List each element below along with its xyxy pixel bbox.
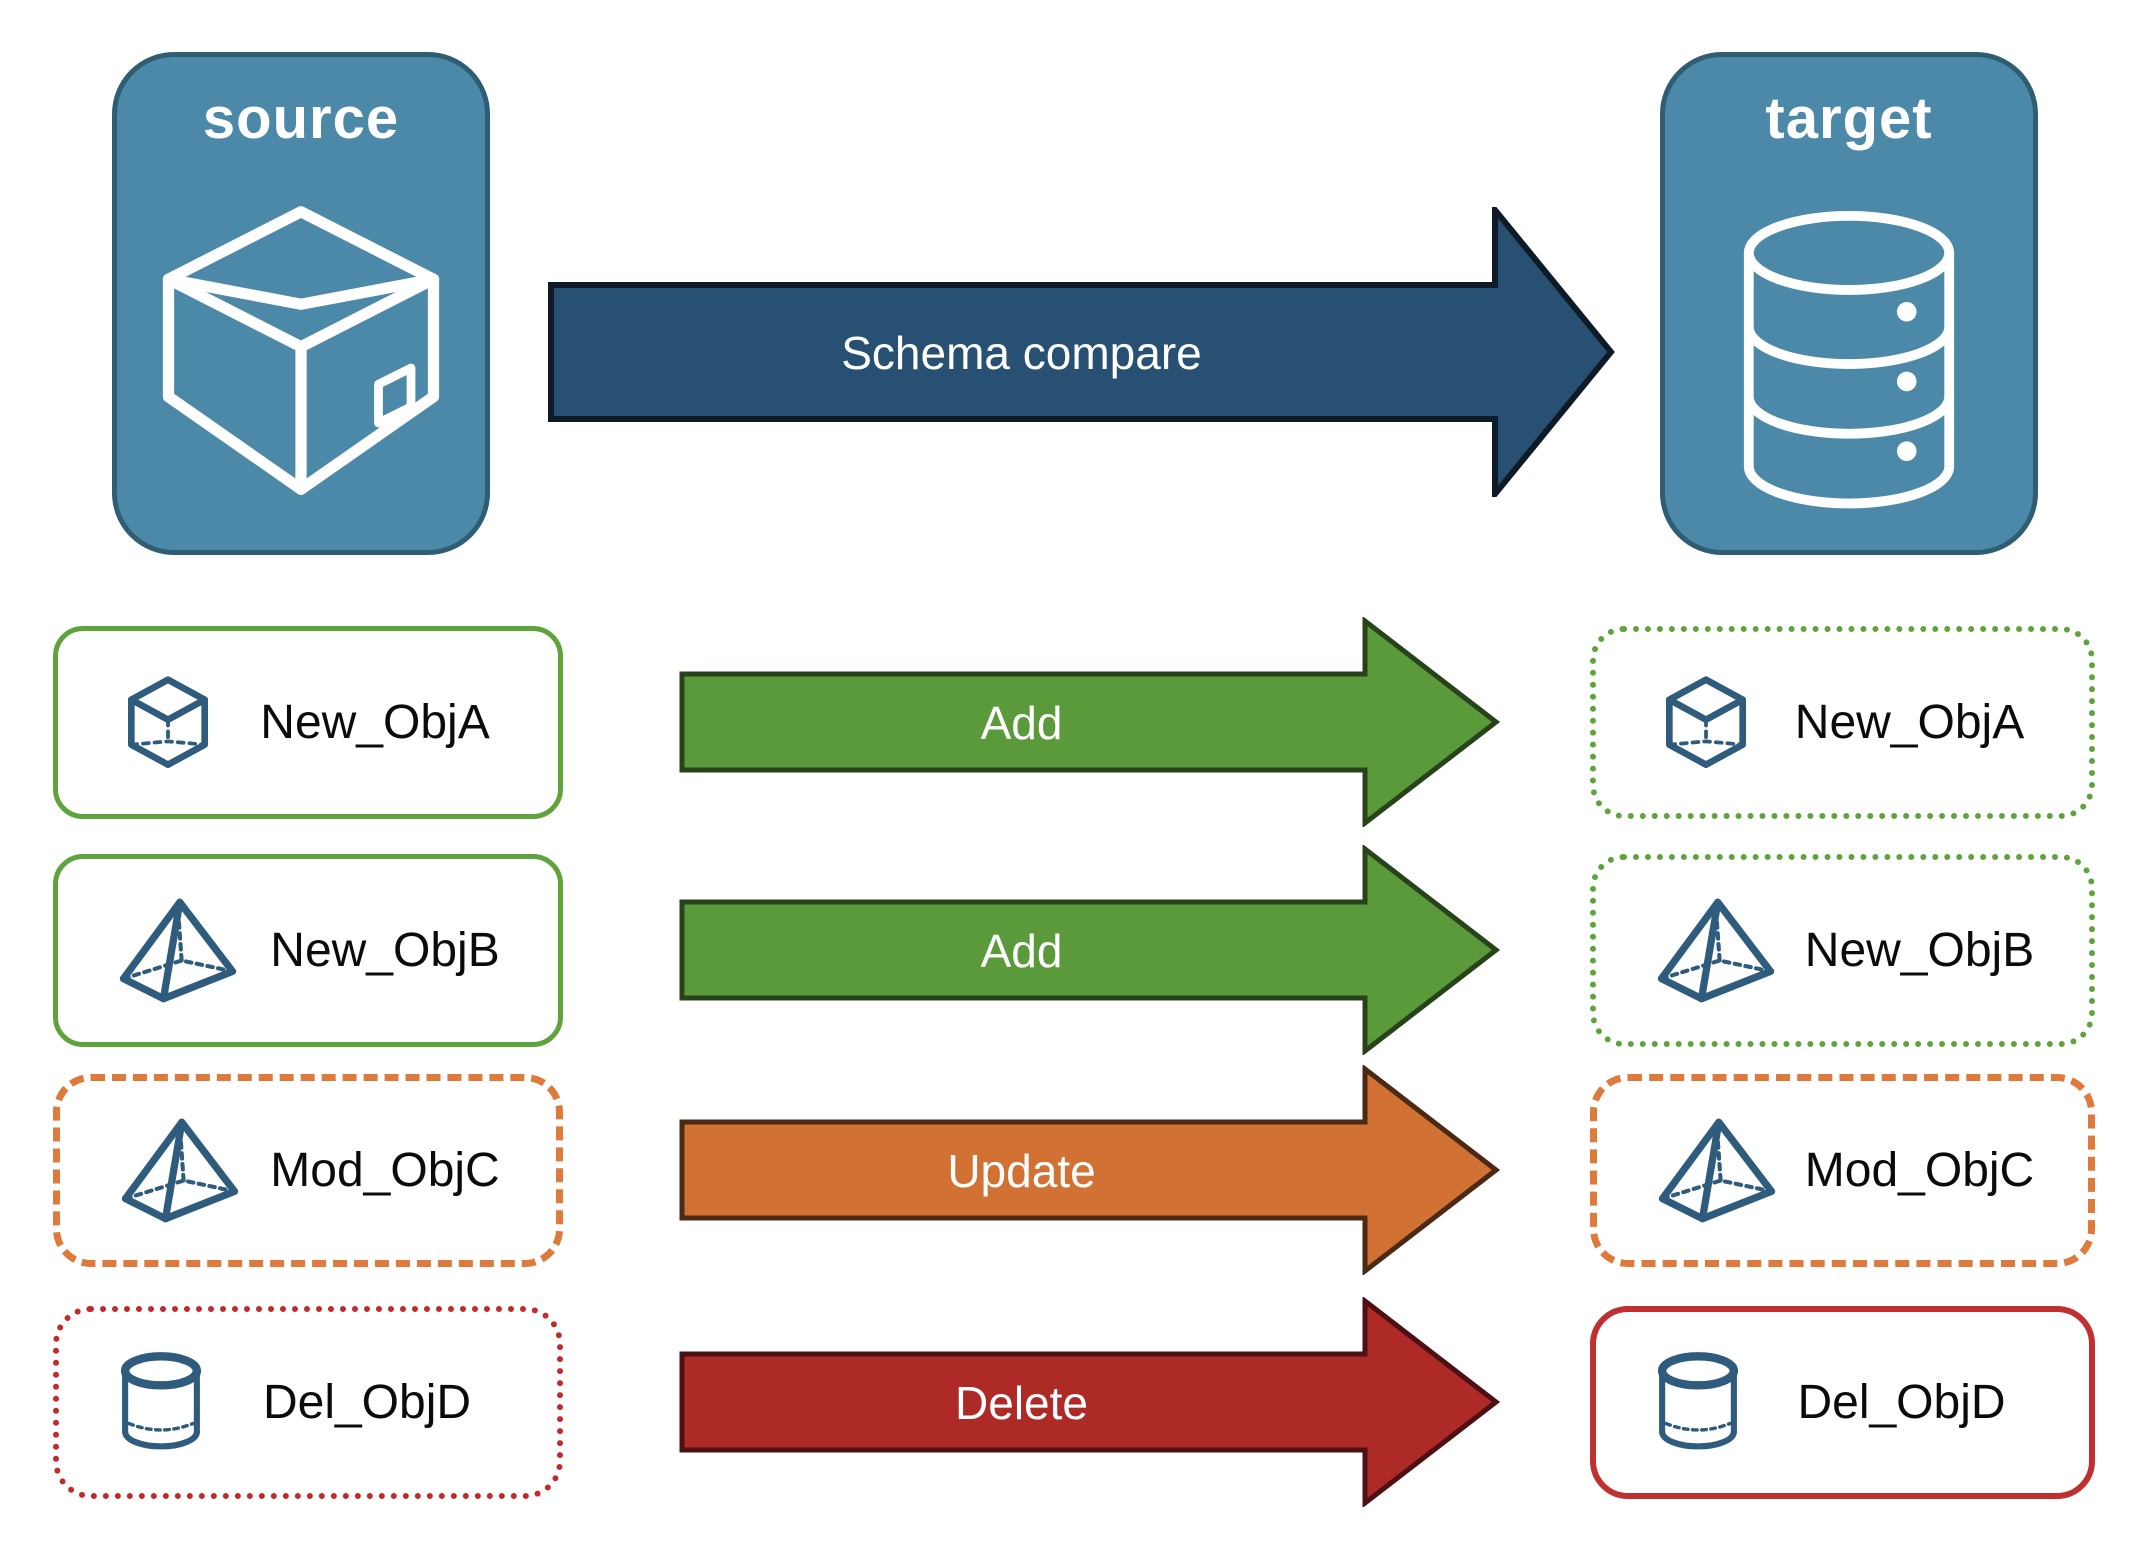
add-arrow-2 [679,845,1500,1055]
pyramid-icon [1658,1118,1776,1223]
update-arrow [679,1065,1500,1275]
target-title: target [1765,86,1933,151]
object-label: Del_ObjD [262,1376,472,1429]
object-label: New_ObjA [1794,696,2025,749]
delete-arrow [679,1297,1500,1507]
source-title: source [202,86,400,151]
object-label: Mod_ObjC [1804,1144,2035,1197]
target-object-card-mod-objc: Mod_ObjC [1590,1074,2095,1267]
target-panel: target [1660,52,2038,555]
pyramid-icon [121,1118,239,1223]
target-object-card-new-obja: New_ObjA [1590,626,2095,819]
source-object-card-mod-objc: Mod_ObjC [53,1074,563,1267]
source-object-card-del-objd: Del_ObjD [53,1306,563,1499]
pyramid-icon [1657,898,1775,1003]
object-label: New_ObjA [260,696,490,749]
target-object-card-del-objd: Del_ObjD [1590,1306,2095,1499]
pyramid-icon [119,898,237,1003]
cylinder-icon [120,1352,202,1450]
object-label: New_ObjB [1804,924,2035,977]
object-label: Mod_ObjC [270,1144,500,1197]
package-icon [162,206,440,495]
cylinder-icon [1657,1352,1739,1450]
database-icon [1743,210,1955,509]
cube-icon [1666,675,1746,768]
source-object-card-new-objb: New_ObjB [53,854,563,1047]
source-object-card-new-obja: New_ObjA [53,626,563,819]
cube-icon [128,675,209,768]
schema-compare-arrow [548,207,1615,497]
add-arrow-1 [679,617,1500,827]
target-object-card-new-objb: New_ObjB [1590,854,2095,1047]
object-label: New_ObjB [270,924,500,977]
source-panel: source [112,52,490,555]
object-label: Del_ObjD [1797,1376,2006,1429]
